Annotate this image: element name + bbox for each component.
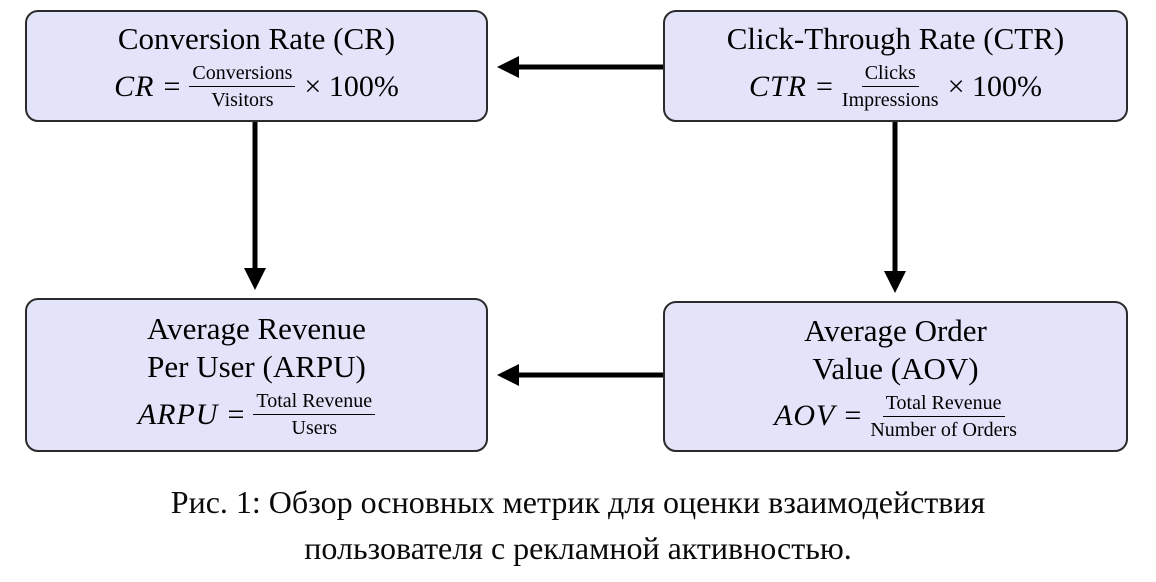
box-title: Click-Through Rate (CTR): [726, 21, 1065, 56]
fraction-denominator: Number of Orders: [870, 418, 1017, 441]
box-title-line2: Per User (ARPU): [147, 349, 366, 384]
equals-sign: =: [844, 399, 862, 432]
formula-cr: CR = Conversions Visitors × 100%: [114, 61, 399, 112]
fraction-numerator: Conversions: [189, 61, 296, 87]
fraction-numerator: Total Revenue: [253, 389, 376, 415]
fraction: Conversions Visitors: [189, 61, 296, 112]
box-title: Conversion Rate (CR): [117, 21, 396, 56]
fraction: Total Revenue Users: [253, 389, 376, 440]
fraction: Total Revenue Number of Orders: [870, 391, 1017, 442]
formula-arpu: ARPU = Total Revenue Users: [137, 389, 376, 440]
formula-ctr: CTR = Clicks Impressions × 100%: [749, 61, 1042, 112]
fraction-denominator: Impressions: [841, 89, 939, 111]
box-average-order-value: Average Order Value (AOV) AOV = Total Re…: [663, 301, 1128, 452]
figure-caption: Рис. 1: Обзор основных метрик для оценки…: [0, 479, 1156, 571]
formula-multiplier: × 100%: [947, 69, 1043, 103]
fraction-numerator: Clicks: [861, 61, 919, 87]
formula-lhs: CR: [114, 69, 155, 103]
equals-sign: =: [227, 397, 245, 431]
fraction-denominator: Visitors: [211, 89, 274, 111]
formula-lhs: CTR: [748, 69, 807, 103]
caption-line-2: пользователя с рекламной активностью.: [304, 530, 852, 566]
formula-lhs: AOV: [774, 399, 836, 432]
fraction: Clicks Impressions: [842, 61, 939, 112]
equals-sign: =: [163, 69, 181, 103]
formula-lhs: ARPU: [137, 397, 219, 431]
box-average-revenue-per-user: Average Revenue Per User (ARPU) ARPU = T…: [25, 298, 488, 452]
box-title-line2: Value (AOV): [812, 350, 979, 386]
box-title: Average Order: [804, 312, 987, 348]
box-title: Average Revenue: [147, 311, 366, 346]
formula-aov: AOV = Total Revenue Number of Orders: [774, 391, 1017, 442]
formula-multiplier: × 100%: [304, 69, 399, 103]
fraction-numerator: Total Revenue: [882, 391, 1005, 417]
box-click-through-rate: Click-Through Rate (CTR) CTR = Clicks Im…: [663, 10, 1128, 122]
equals-sign: =: [816, 69, 833, 103]
fraction-denominator: Users: [291, 417, 338, 439]
caption-line-1: Рис. 1: Обзор основных метрик для оценки…: [170, 484, 986, 520]
box-conversion-rate: Conversion Rate (CR) CR = Conversions Vi…: [25, 10, 488, 122]
